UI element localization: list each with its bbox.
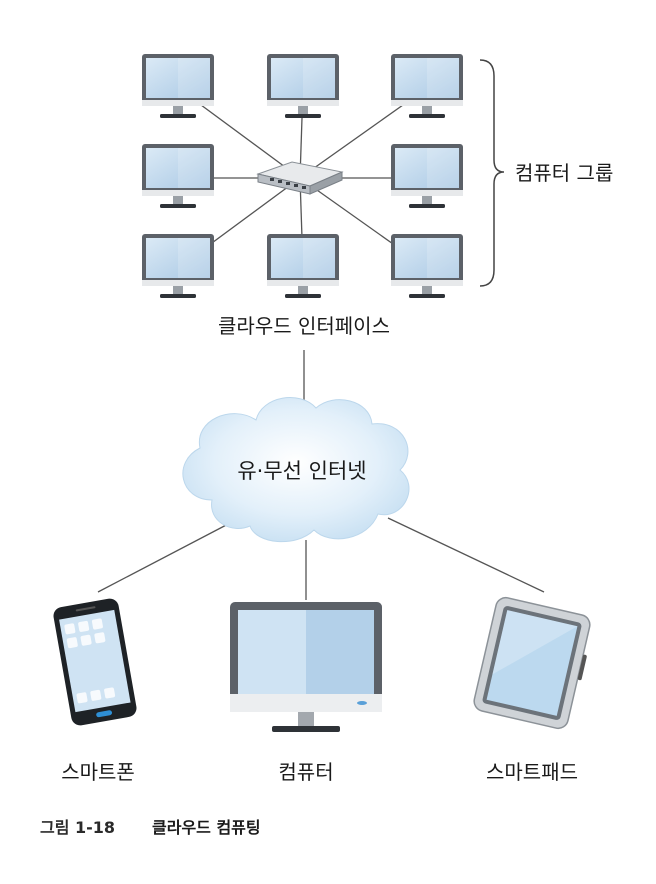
monitor-icon bbox=[267, 234, 339, 298]
cloud-interface-label: 클라우드 인터페이스 bbox=[218, 314, 390, 338]
desktop-monitor-icon bbox=[230, 602, 382, 732]
monitor-icon bbox=[391, 234, 463, 298]
smartphone-label: 스마트폰 bbox=[61, 760, 135, 784]
tablet-icon bbox=[473, 596, 591, 730]
smartphone-icon bbox=[53, 598, 137, 726]
figure-caption-number: 그림 1-18 bbox=[40, 818, 115, 837]
computer-group-label: 컴퓨터 그룹 bbox=[515, 161, 613, 185]
monitor-icon bbox=[142, 144, 214, 208]
device-links bbox=[97, 517, 545, 600]
monitor-icon bbox=[142, 234, 214, 298]
figure-caption-title: 클라우드 컴퓨팅 bbox=[152, 818, 261, 837]
cloud-icon bbox=[182, 397, 410, 543]
network-switch-icon bbox=[256, 161, 344, 195]
monitor-icon bbox=[391, 54, 463, 118]
monitor-icon bbox=[267, 54, 339, 118]
smartpad-label: 스마트패드 bbox=[486, 760, 578, 784]
group-brace bbox=[479, 59, 505, 287]
monitor-icon bbox=[391, 144, 463, 208]
monitor-icon bbox=[142, 54, 214, 118]
computer-label: 컴퓨터 bbox=[278, 760, 333, 784]
internet-label: 유·무선 인터넷 bbox=[237, 459, 366, 483]
